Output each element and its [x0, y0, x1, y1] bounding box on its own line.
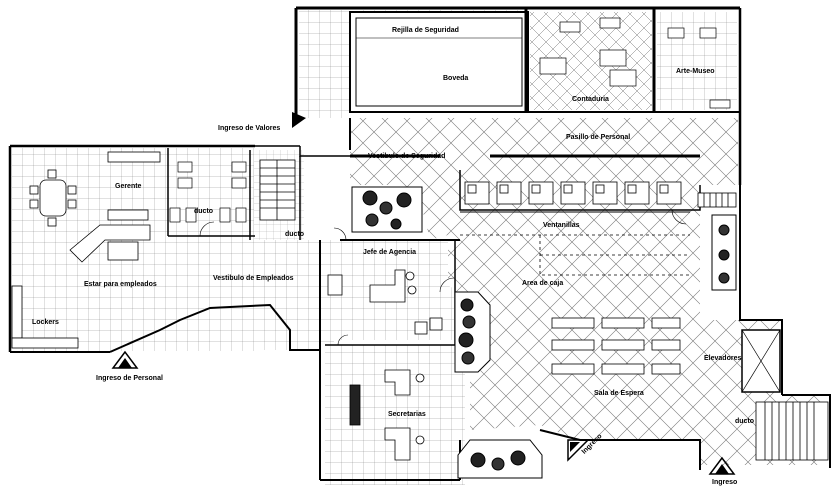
label-gerente: Gerente [115, 183, 142, 190]
label-secretarias: Secretarias [388, 411, 426, 418]
arte-museo-tiles [657, 12, 737, 110]
label-arte-museo: Arte-Museo [676, 68, 715, 75]
boveda [349, 11, 529, 113]
office-desks [539, 17, 731, 109]
label-lockers: Lockers [32, 319, 59, 326]
label-elevadores: Elevadores [704, 355, 742, 362]
label-ventanillas: Ventanillas [543, 222, 580, 229]
stairs-small-right [697, 192, 737, 208]
secretarias-desks [349, 369, 425, 461]
main-hall-diag [350, 118, 828, 465]
arrow-diagonal-icon [292, 112, 306, 128]
meeting-table [29, 169, 77, 227]
planter-mid [454, 291, 491, 373]
waiting-benches [551, 317, 681, 375]
restroom-fixtures [169, 161, 247, 223]
queue-lines [460, 234, 690, 276]
walls [8, 6, 831, 481]
planter-top [351, 186, 423, 233]
jefe-desk [327, 269, 443, 335]
label-estar-empleados: Estar para empleados [84, 281, 157, 288]
secretarias-tiles [325, 345, 465, 485]
arrow-up-icon [708, 456, 736, 475]
arrow-diagonal-icon [567, 439, 590, 462]
elevators [741, 329, 781, 393]
door-arcs [199, 209, 687, 346]
label-area-caja: Area de caja [522, 280, 564, 287]
label-vestibulo-seguridad: Vestibulo de Seguridad [368, 153, 446, 160]
pasillo-counter [350, 154, 701, 213]
label-rejilla: Rejilla de Seguridad [392, 27, 459, 34]
gerente-furniture [69, 151, 161, 263]
arrow-up-icon [111, 350, 139, 369]
stairs-left [259, 159, 296, 221]
label-pasillo-personal: Pasillo de Personal [566, 134, 631, 141]
label-ducto-right: ducto [735, 418, 755, 425]
label-sala-espera: Sala de Espera [594, 390, 644, 397]
label-ducto-mid: ducto [285, 231, 305, 238]
lockers-row [11, 285, 79, 349]
label-ingreso-personal: Ingreso de Personal [96, 375, 163, 382]
teller-stations [464, 181, 682, 205]
label-ingreso-bottom: Ingreso [712, 479, 738, 486]
stairs-right [755, 401, 829, 461]
label-boveda: Boveda [443, 75, 469, 82]
label-ingreso-valores: Ingreso de Valores [218, 125, 281, 132]
label-ducto-left: ducto [194, 208, 214, 215]
planter-right [711, 214, 737, 291]
label-vestibulo-empleados: Vestibulo de Empleados [213, 275, 294, 282]
label-jefe-agencia: Jefe de Agencia [363, 249, 417, 256]
planter-bottom [457, 439, 543, 479]
label-contaduria: Contaduria [572, 96, 609, 103]
